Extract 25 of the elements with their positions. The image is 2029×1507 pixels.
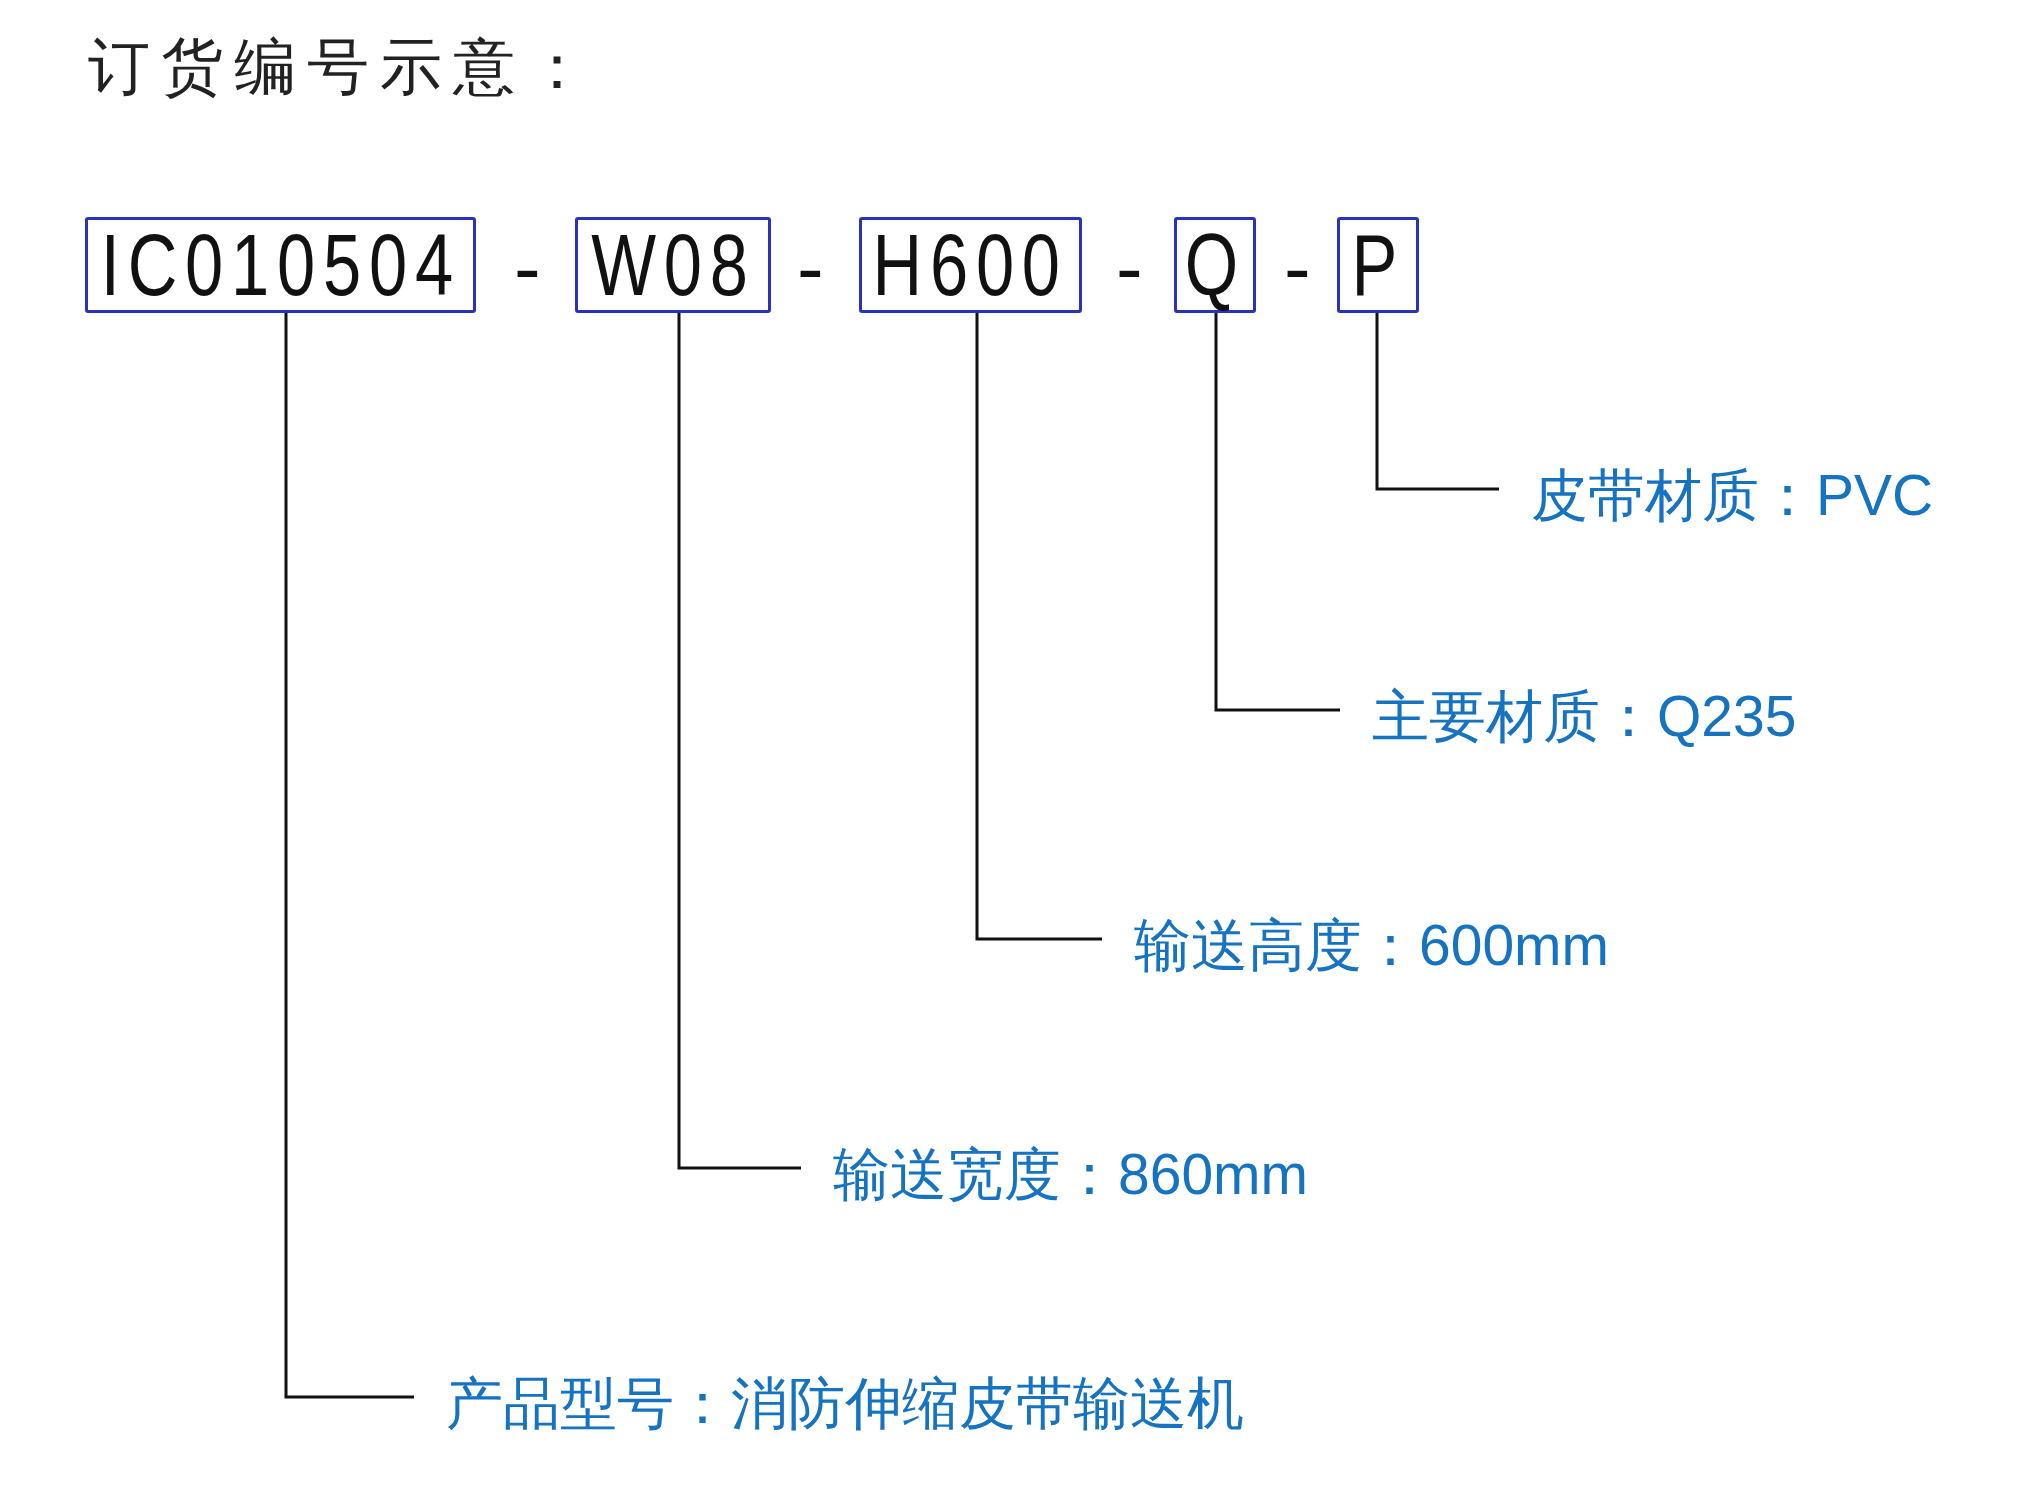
leader-line [975,313,1102,941]
spec-label: 主要材质：Q235 [1372,688,1797,745]
hyphen: - [1116,228,1143,308]
spec-label: 皮带材质：PVC [1531,467,1934,524]
leader-line [1214,313,1340,712]
code-box [85,217,476,313]
leader-line [677,313,801,1170]
code-text: P [1351,221,1405,309]
code-box [1174,217,1256,313]
spec-label: 输送宽度：860mm [833,1146,1309,1203]
hyphen: - [797,228,824,308]
code-text: IC010504 [100,221,461,309]
code-text: W08 [590,221,756,309]
hyphen: - [514,228,541,308]
leader-line [1375,313,1499,491]
code-box [1337,217,1419,313]
title: 订货编号示意： [88,36,599,98]
code-text: H600 [872,221,1069,309]
hyphen: - [1284,228,1311,308]
code-box [859,217,1082,313]
spec-label: 产品型号：消防伸缩皮带输送机 [446,1375,1244,1432]
code-text: Q [1184,221,1246,309]
leader-line [284,313,414,1399]
code-box [575,217,771,313]
spec-label: 输送高度：600mm [1134,917,1610,974]
